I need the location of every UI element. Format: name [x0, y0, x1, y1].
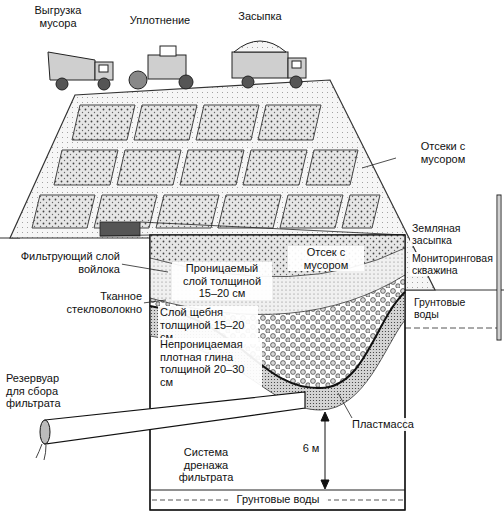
caption-label: Засыпка — [225, 10, 295, 23]
monitoring-well — [497, 195, 501, 340]
vehicles — [48, 41, 306, 90]
leader-lines — [121, 158, 396, 418]
waste-cells — [32, 105, 380, 228]
zoom-lines — [100, 222, 405, 236]
part-label: Грунтовые воды — [228, 493, 328, 506]
part-label: Отсеки с мусором — [398, 140, 488, 165]
part-label: Система дренажа фильтрата — [162, 446, 250, 484]
layer-label: Непроницаемая плотная глина толщиной 20–… — [158, 338, 262, 389]
caption-label: Уплотнение — [118, 14, 202, 27]
part-label: Грунтовые воды — [412, 296, 492, 320]
layer-label: Тканное стекловолокно — [30, 290, 144, 315]
layer-label: Фильтрующий слой войлока — [4, 250, 122, 275]
layer-label: Пластмасса — [350, 418, 410, 431]
cross-section-inset — [150, 235, 405, 510]
caption-label: Выгрузка мусора — [18, 4, 98, 29]
part-label: Мониторинговая скважина — [410, 252, 494, 276]
layer-label: Проницаемый слой толщиной 15–20 см — [172, 262, 272, 300]
dimension-label: 6 м — [298, 442, 324, 455]
part-label: Отсек с мусором — [288, 246, 364, 271]
part-label: Земляная засыпка — [410, 222, 494, 246]
part-label: Резервуар для сбора фильтрата — [4, 372, 76, 410]
